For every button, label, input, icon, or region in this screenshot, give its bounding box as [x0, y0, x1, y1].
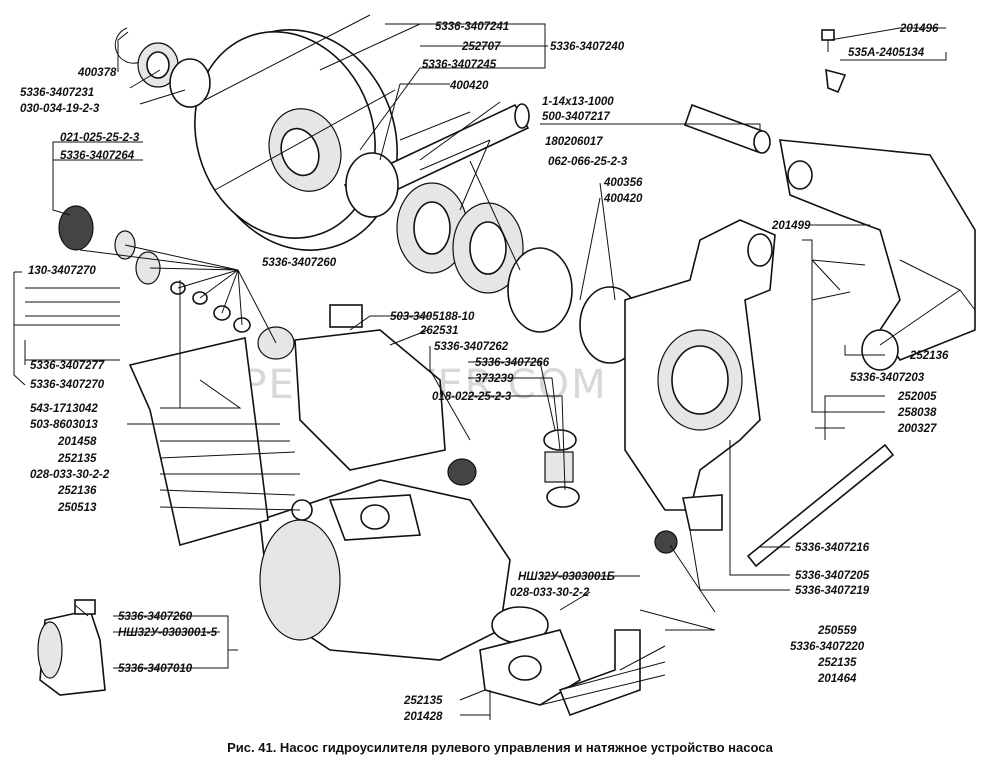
label-400420-a: 400420 — [449, 80, 489, 92]
label-201499: 201499 — [771, 220, 811, 232]
bolt-201496-drawing — [821, 29, 847, 94]
label-252135-a: 252135 — [57, 453, 97, 465]
label-252135-c: 252135 — [403, 695, 443, 707]
label-028-033-30-2-2-a: 028-033-30-2-2 — [30, 469, 110, 481]
label-258038: 258038 — [897, 407, 937, 419]
label-503-3405188-10: 503-3405188-10 — [390, 311, 475, 323]
label-503-8603013: 503-8603013 — [30, 419, 98, 431]
label-5336-3407260-b: 5336-3407260 — [118, 611, 193, 623]
label-180206017: 180206017 — [545, 136, 603, 148]
label-5336-3407203: 5336-3407203 — [850, 372, 925, 384]
label-NSH32U-0303001B: НШ32У-0303001Б — [518, 571, 615, 583]
fitting-5336-3407262-drawing — [447, 458, 477, 486]
label-5336-3407245: 5336-3407245 — [422, 59, 497, 71]
label-5336-3407010: 5336-3407010 — [118, 663, 193, 675]
o-ring-drawing — [169, 58, 211, 108]
label-5336-3407240: 5336-3407240 — [550, 41, 625, 53]
tensioner-arm-drawing — [624, 219, 776, 531]
label-262531: 262531 — [419, 325, 458, 337]
o-ring-062-drawing — [507, 247, 573, 333]
outlet-flange-drawing — [479, 606, 641, 720]
label-5336-3407270: 5336-3407270 — [30, 379, 105, 391]
pump-assembly-inset-drawing — [37, 599, 106, 696]
label-400378: 400378 — [77, 67, 117, 79]
pin-500-3407217-drawing — [683, 103, 771, 154]
label-543-1713042: 543-1713042 — [30, 403, 98, 415]
label-062-066-25-2-3: 062-066-25-2-3 — [548, 156, 628, 168]
leader-lines — [13, 23, 976, 716]
label-5336-3407260-a: 5336-3407260 — [262, 257, 337, 269]
label-252005: 252005 — [897, 391, 937, 403]
label-200327: 200327 — [897, 423, 937, 435]
label-373239: 373239 — [475, 373, 514, 385]
adjusting-screw-drawing — [746, 443, 895, 568]
part-labels: 400378 5336-3407231 030-034-19-2-3 5336-… — [20, 21, 949, 723]
label-021-025-25-2-3: 021-025-25-2-3 — [60, 132, 140, 144]
label-400356: 400356 — [603, 177, 643, 189]
label-201496: 201496 — [899, 23, 939, 35]
label-NSH32U-0303001-5: НШ32У-0303001-5 — [118, 627, 218, 639]
label-252707: 252707 — [461, 41, 501, 53]
circlip-400420-drawing — [345, 152, 399, 218]
label-535A-2405134: 535А-2405134 — [848, 47, 925, 59]
label-5336-3407262: 5336-3407262 — [434, 341, 509, 353]
bearing-180206017-drawing — [396, 182, 524, 294]
label-201428: 201428 — [403, 711, 443, 723]
label-400420-b: 400420 — [603, 193, 643, 205]
label-5336-3407266: 5336-3407266 — [475, 357, 550, 369]
tensioner-bracket-drawing — [779, 139, 976, 371]
label-030-034-19-2-3: 030-034-19-2-3 — [20, 103, 100, 115]
label-5336-3407277: 5336-3407277 — [30, 360, 105, 372]
label-252136-b: 252136 — [909, 350, 949, 362]
banjo-fitting-drawing — [543, 429, 580, 508]
label-250559: 250559 — [817, 625, 857, 637]
label-5336-3407264: 5336-3407264 — [60, 150, 135, 162]
label-5336-3407219: 5336-3407219 — [795, 585, 870, 597]
figure-caption: Рис. 41. Насос гидроусилителя рулевого у… — [227, 740, 773, 755]
label-5336-3407216: 5336-3407216 — [795, 542, 870, 554]
label-252136-a: 252136 — [57, 485, 97, 497]
snap-ring-400378-drawing — [114, 27, 141, 64]
label-201458: 201458 — [57, 436, 97, 448]
label-5336-3407231: 5336-3407231 — [20, 87, 94, 99]
label-250513: 250513 — [57, 502, 97, 514]
label-130-3407270: 130-3407270 — [28, 265, 96, 277]
parts-drawing — [37, 14, 976, 720]
label-018-022-25-2-3: 018-022-25-2-3 — [432, 391, 512, 403]
label-252135-b: 252135 — [817, 657, 857, 669]
label-028-033-30-2-2-b: 028-033-30-2-2 — [510, 587, 590, 599]
label-1-14x13-1000: 1-14x13-1000 — [542, 96, 614, 108]
pump-housing-drawing — [259, 304, 511, 661]
pulley-drawing — [194, 14, 398, 251]
label-5336-3407205: 5336-3407205 — [795, 570, 870, 582]
label-5336-3407220: 5336-3407220 — [790, 641, 865, 653]
label-201464: 201464 — [817, 673, 857, 685]
label-5336-3407241: 5336-3407241 — [435, 21, 509, 33]
label-500-3407217: 500-3407217 — [542, 111, 610, 123]
